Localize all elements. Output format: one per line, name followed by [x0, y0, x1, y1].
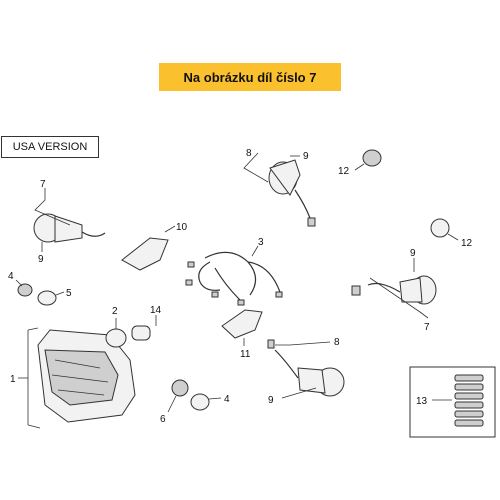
- rear-turn-indicator-top[interactable]: [243, 152, 316, 227]
- callout-8-bottom: 8: [334, 337, 340, 348]
- callout-9-top: 9: [303, 151, 309, 162]
- side-lens-10[interactable]: [121, 225, 176, 271]
- callout-10: 10: [176, 222, 188, 233]
- callout-14: 14: [150, 305, 162, 316]
- indicator-cap-12-right[interactable]: [430, 218, 459, 241]
- callout-7-right: 7: [424, 322, 430, 333]
- callout-3: 3: [258, 237, 264, 248]
- bulb-socket[interactable]: [105, 318, 127, 348]
- lamp-cap-4-bottom[interactable]: [190, 393, 222, 411]
- highlight-banner: Na obrázku díl číslo 7: [159, 63, 341, 91]
- rubber-grommet-left[interactable]: [15, 279, 33, 297]
- usa-version-label: USA VERSION: [1, 136, 99, 158]
- callout-9-left-front: 9: [38, 254, 44, 265]
- rubber-grommet-bottom[interactable]: [167, 379, 189, 413]
- bulb-kit-13[interactable]: [409, 366, 496, 438]
- headlight-assembly[interactable]: [18, 327, 136, 429]
- callout-7-left: 7: [40, 179, 46, 190]
- callout-1: 1: [10, 374, 16, 385]
- callout-8-top: 8: [246, 148, 252, 159]
- callout-5: 5: [66, 288, 72, 299]
- callout-11: 11: [240, 349, 251, 360]
- callout-9-bottom: 9: [268, 395, 274, 406]
- wiring-harness[interactable]: [185, 245, 283, 306]
- lamp-cap-5[interactable]: [37, 290, 65, 306]
- callout-12-right: 12: [461, 238, 473, 249]
- callout-2: 2: [112, 306, 118, 317]
- callout-9-right-front: 9: [410, 248, 416, 259]
- callout-4-bottom: 4: [224, 394, 230, 405]
- side-lens-11[interactable]: [221, 309, 263, 346]
- rear-turn-indicator-bottom[interactable]: [267, 339, 345, 399]
- callout-12-top: 12: [338, 166, 350, 177]
- headlight-bulb[interactable]: [131, 315, 157, 341]
- indicator-cap-12-top[interactable]: [354, 149, 382, 171]
- front-turn-indicator-left[interactable]: [33, 188, 106, 252]
- front-turn-indicator-right[interactable]: [351, 258, 437, 319]
- callout-4-left: 4: [8, 271, 14, 282]
- callout-13: 13: [416, 396, 428, 407]
- callout-6: 6: [160, 414, 166, 425]
